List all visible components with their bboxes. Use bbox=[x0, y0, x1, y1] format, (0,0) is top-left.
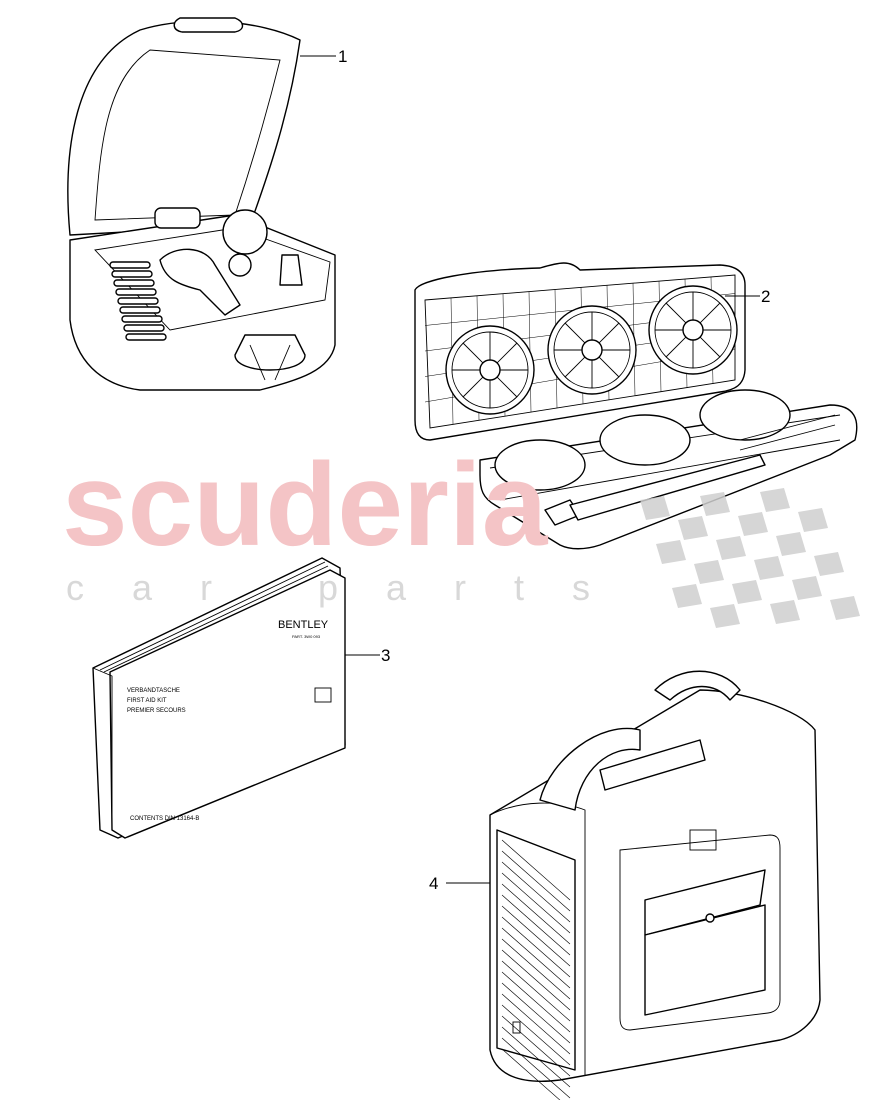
fuse-wheel-spoke bbox=[665, 336, 687, 358]
flag-square bbox=[738, 512, 768, 536]
hatch-line bbox=[501, 905, 571, 967]
flag-square bbox=[710, 604, 740, 628]
fuse-wheel-spoke bbox=[699, 302, 721, 324]
fuse-wheel-hub bbox=[581, 339, 603, 361]
hatch-line bbox=[501, 982, 571, 1044]
fuse-wheel-spoke bbox=[598, 322, 620, 344]
hatch-line bbox=[501, 949, 571, 1011]
flag-square bbox=[814, 552, 844, 576]
flag-square bbox=[672, 584, 702, 608]
flag-square bbox=[716, 536, 746, 560]
fuse-wheel-spoke bbox=[496, 342, 518, 364]
bulb-slot bbox=[123, 324, 165, 332]
hatch-line bbox=[501, 960, 571, 1022]
callout-3: 3 bbox=[381, 646, 390, 665]
flag-square bbox=[754, 556, 784, 580]
part-1-bulb-kit: 1 bbox=[67, 17, 347, 391]
flag-square bbox=[732, 580, 762, 604]
fuse-wheel-spoke bbox=[564, 322, 586, 344]
fuse-wheel-spoke bbox=[699, 336, 721, 358]
booklet-brand-sub: PART. 3W0 093 bbox=[292, 634, 321, 639]
hatch-line bbox=[501, 1026, 571, 1088]
hatch-line bbox=[501, 872, 571, 934]
watermark-sub: car parts bbox=[66, 567, 638, 608]
flag-square bbox=[770, 600, 800, 624]
hatch-line bbox=[501, 894, 571, 956]
bulb-slot bbox=[109, 261, 151, 269]
bulb-slot bbox=[117, 297, 159, 305]
checkered-flag-icon bbox=[640, 488, 860, 628]
bulb-slot bbox=[111, 270, 153, 278]
flag-square bbox=[694, 560, 724, 584]
hatch-line bbox=[501, 993, 571, 1055]
bulb-slot bbox=[119, 306, 161, 314]
hatch-line bbox=[501, 938, 571, 1000]
flag-square bbox=[640, 496, 670, 520]
hatch-line bbox=[501, 839, 571, 901]
booklet-line-2: FIRST AID KIT bbox=[127, 698, 167, 704]
fuse-wheel-spoke bbox=[462, 342, 484, 364]
flag-square bbox=[678, 516, 708, 540]
fuse-wheel-spoke bbox=[665, 302, 687, 324]
hatch-line bbox=[501, 916, 571, 978]
hatch-line bbox=[501, 971, 571, 1033]
fuse-wheel-spoke bbox=[462, 376, 484, 398]
flag-square bbox=[760, 488, 790, 512]
callout-2: 2 bbox=[761, 287, 770, 306]
watermark: scuderia car parts bbox=[62, 439, 860, 628]
bulb-slot bbox=[115, 288, 157, 296]
callout-1: 1 bbox=[338, 47, 347, 66]
hatch-line bbox=[501, 861, 571, 923]
bulb-slot bbox=[125, 333, 167, 341]
flag-square bbox=[700, 492, 730, 516]
fuse-wheel-spoke bbox=[598, 356, 620, 378]
booklet-line-3: PREMIER SECOURS bbox=[127, 708, 186, 714]
flag-square bbox=[798, 508, 828, 532]
part-2-fuse-box: 2 bbox=[414, 262, 858, 550]
hatch-line bbox=[501, 883, 571, 945]
watermark-brand: scuderia bbox=[62, 439, 549, 571]
flag-square bbox=[792, 576, 822, 600]
flag-square bbox=[776, 532, 806, 556]
fuse-wheel-hub bbox=[479, 359, 501, 381]
flag-square bbox=[656, 540, 686, 564]
hatch-line bbox=[501, 1037, 571, 1099]
bulb-slot bbox=[121, 315, 163, 323]
fuse-wheel-hub bbox=[682, 319, 704, 341]
callout-4: 4 bbox=[429, 874, 438, 893]
hatch-line bbox=[501, 1004, 571, 1066]
fuse-wheel-spoke bbox=[496, 376, 518, 398]
bulb-slot bbox=[113, 279, 155, 287]
booklet-brand: BENTLEY bbox=[278, 619, 329, 631]
booklet-line-1: VERBANDTASCHE bbox=[127, 688, 180, 694]
hatch-line bbox=[501, 850, 571, 912]
part-3-first-aid-kit: BENTLEY PART. 3W0 093 VERBANDTASCHE FIRS… bbox=[92, 557, 390, 839]
hatch-line bbox=[501, 927, 571, 989]
booklet-footer: CONTENTS DIN 13164-B bbox=[130, 816, 199, 822]
part-4-first-aid-bag: 4 bbox=[429, 670, 821, 1100]
hatch-line bbox=[501, 1048, 561, 1100]
fuse-wheel-spoke bbox=[564, 356, 586, 378]
flag-square bbox=[830, 596, 860, 620]
